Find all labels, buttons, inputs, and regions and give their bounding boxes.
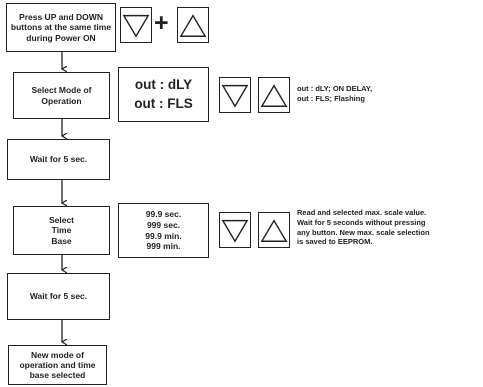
down-triangle-icon: [221, 84, 249, 108]
up-button[interactable]: [258, 212, 290, 248]
time-base-option: 99.9 min.: [145, 230, 182, 241]
time-base-note-line: is saved to EEPROM.: [297, 237, 373, 247]
step-power-on: Press UP and DOWN buttons at the same ti…: [6, 3, 116, 52]
up-triangle-icon: [260, 84, 288, 107]
step-select-time-base: Select Time Base: [13, 206, 110, 255]
mode-option-dly: out : dLY: [134, 77, 193, 93]
time-base-option: 999 min.: [146, 241, 181, 252]
up-button[interactable]: [258, 77, 290, 113]
mode-note-line: out : dLY; ON DELAY,: [297, 84, 373, 93]
up-triangle-icon: [179, 14, 207, 37]
time-base-option: 99.9 sec.: [145, 209, 182, 220]
mode-note: out : dLY; ON DELAY, out : FLS; Flashing: [297, 84, 372, 104]
mode-note-line: out : FLS; Flashing: [297, 93, 365, 103]
time-base-display: 99.9 sec. 999 sec. 99.9 min. 999 min.: [118, 203, 209, 258]
down-button[interactable]: [219, 77, 251, 113]
plus-sign: +: [154, 9, 169, 37]
up-button[interactable]: [177, 7, 209, 43]
step-wait-1: Wait for 5 sec.: [7, 139, 110, 180]
step-select-mode: Select Mode of Operation: [13, 72, 110, 119]
down-triangle-icon: [221, 219, 249, 243]
time-base-option: 999 sec.: [146, 219, 181, 230]
time-base-note: Read and selected max. scale value. Wait…: [297, 208, 430, 247]
down-triangle-icon: [122, 14, 150, 38]
step-wait-2: Wait for 5 sec.: [7, 273, 110, 320]
down-button[interactable]: [219, 212, 251, 248]
step-new-mode-selected: New mode of operation and time base sele…: [8, 345, 107, 385]
down-button[interactable]: [120, 7, 152, 43]
up-triangle-icon: [260, 219, 288, 242]
time-base-note-line: any button. New max. scale selection: [297, 227, 430, 237]
mode-display: out : dLY out : FLS: [118, 67, 209, 122]
time-base-note-line: Read and selected max. scale value.: [297, 208, 427, 217]
mode-option-fls: out : FLS: [134, 95, 193, 111]
time-base-note-line: Wait for 5 seconds without pressing: [297, 217, 426, 227]
